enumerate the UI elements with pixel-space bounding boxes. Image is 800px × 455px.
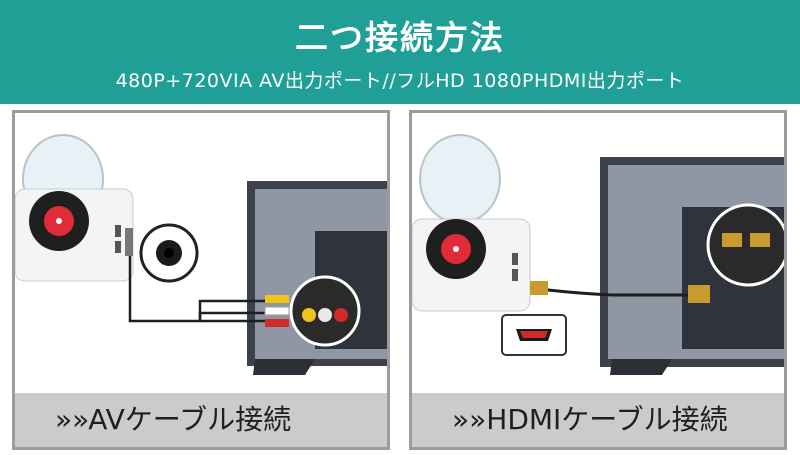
tv-av-port-zoom xyxy=(289,275,361,347)
cd-player-image xyxy=(15,134,134,282)
av-cable-caption: »»AVケーブル接続 xyxy=(15,393,387,447)
tv-image xyxy=(247,181,387,375)
header-banner: 二つ接続方法 480P+720VIA AV出力ポート//フルHD 1080PHD… xyxy=(0,0,800,104)
page-subtitle: 480P+720VIA AV出力ポート//フルHD 1080PHDMI出力ポート xyxy=(115,70,685,92)
av-connection-illustration xyxy=(15,134,387,375)
hdmi-connection-illustration xyxy=(412,134,784,375)
page-title: 二つ接続方法 xyxy=(295,18,505,57)
rca-plugs xyxy=(264,295,290,327)
tv-hdmi-port-zoom xyxy=(706,203,784,287)
av-connection-panel: »»AVケーブル接続 xyxy=(12,110,390,450)
audio-jack-zoom xyxy=(139,223,199,283)
av-cable xyxy=(128,238,265,323)
cd-player-image xyxy=(412,134,531,312)
hdmi-cable xyxy=(530,281,710,303)
av-plug xyxy=(125,228,133,256)
hdmi-connection-panel: »»HDMIケーブル接続 xyxy=(409,110,787,450)
player-hdmi-port-zoom xyxy=(501,314,567,356)
hdmi-cable-caption: »»HDMIケーブル接続 xyxy=(412,393,784,447)
